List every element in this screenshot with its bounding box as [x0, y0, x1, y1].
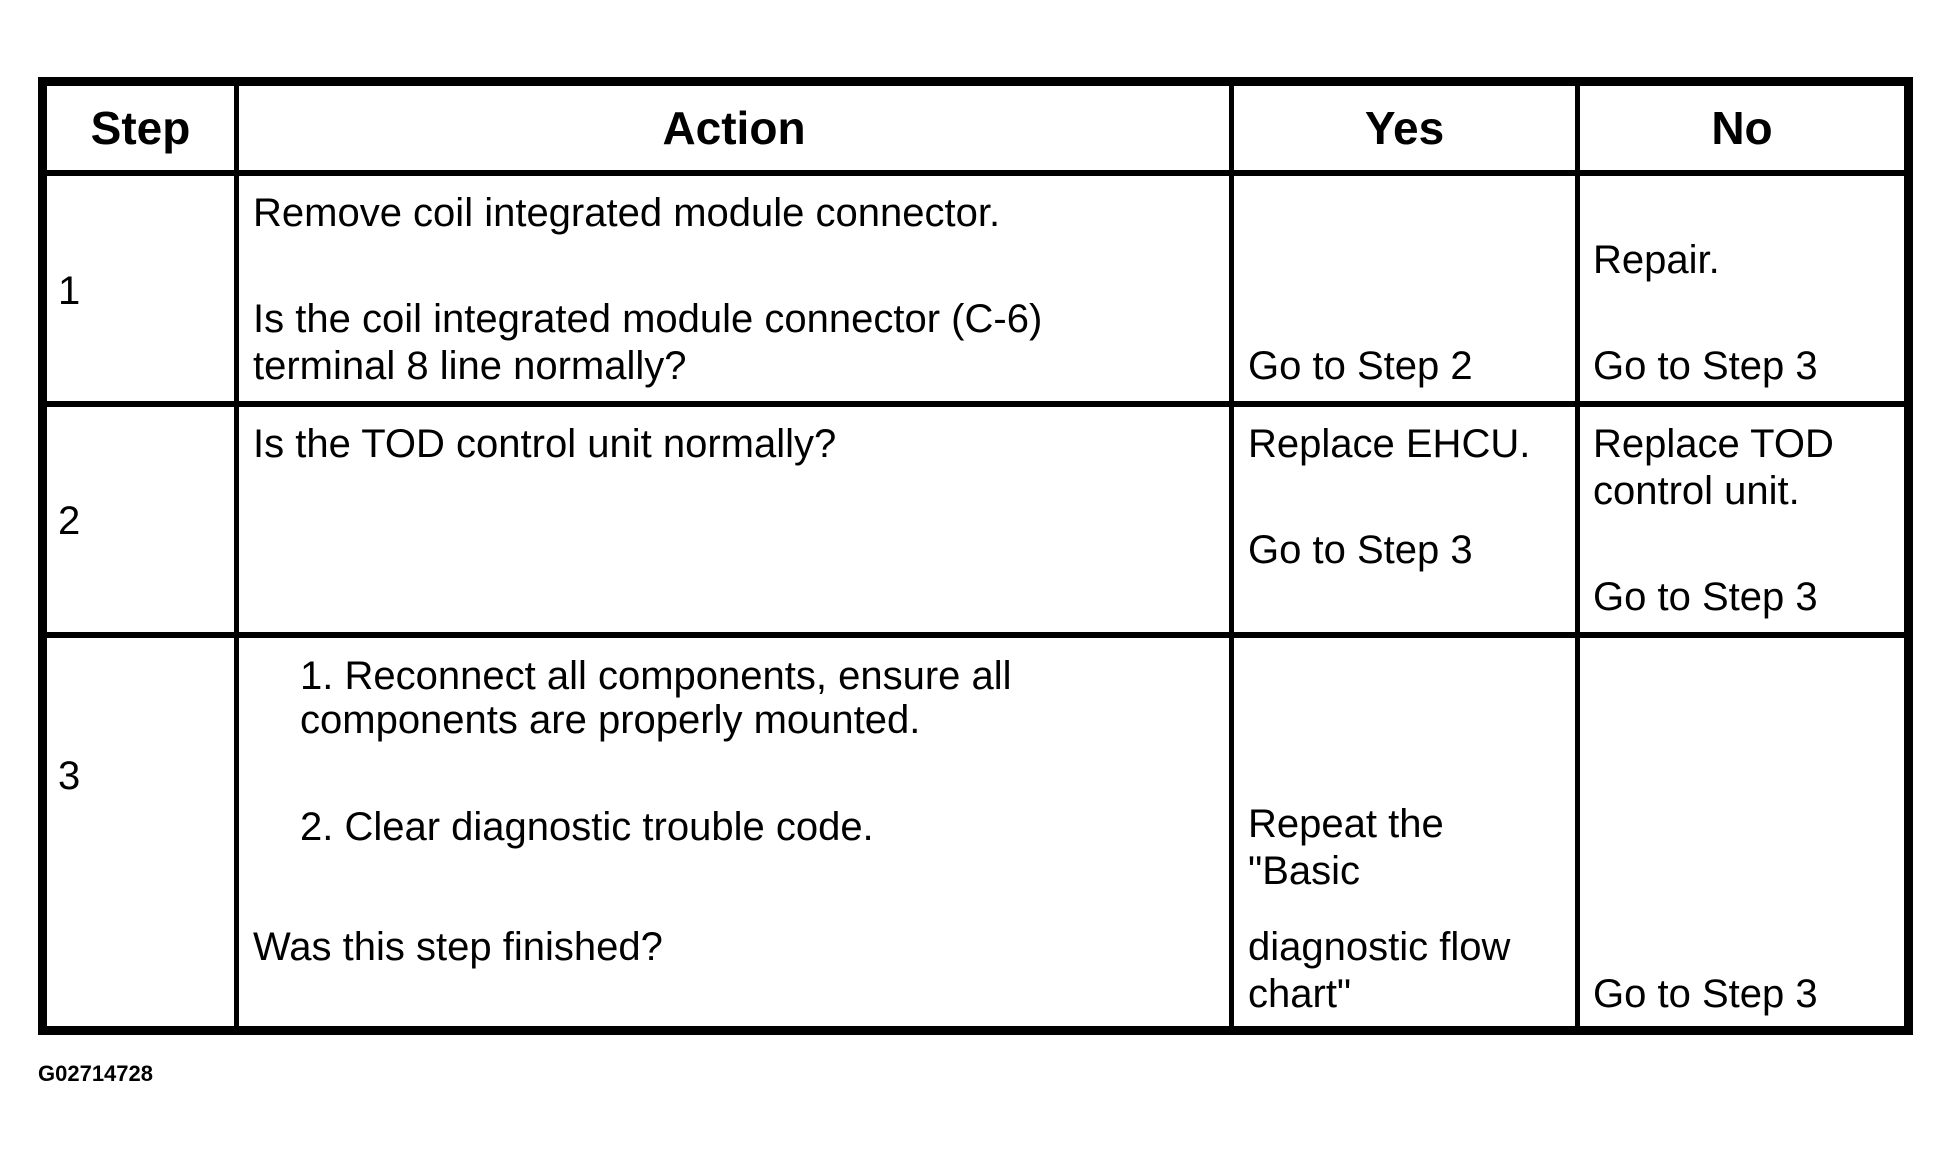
no-result: Go to Step 3	[1593, 344, 1818, 388]
diagnostic-table: Step Action Yes No 1 Remove coil integra…	[38, 77, 1913, 1035]
header-yes: Yes	[1364, 102, 1445, 154]
no-result: Go to Step 3	[1593, 972, 1818, 1016]
step-number: 2	[58, 499, 81, 543]
step-number: 3	[58, 754, 81, 798]
action-text: terminal 8 line normally?	[253, 344, 687, 388]
yes-result: Repeat the	[1248, 802, 1444, 846]
action-text: Remove coil integrated module connector.	[253, 191, 1001, 235]
action-text: components are properly mounted.	[300, 698, 921, 742]
no-result: Repair.	[1593, 238, 1720, 282]
yes-result: chart"	[1248, 972, 1352, 1016]
yes-result: Go to Step 3	[1248, 528, 1473, 572]
action-text: Is the TOD control unit normally?	[253, 422, 837, 466]
header-action: Action	[662, 102, 806, 154]
column-divider	[1575, 86, 1580, 1026]
action-text: 1. Reconnect all components, ensure all	[300, 654, 1012, 698]
step-number: 1	[58, 269, 81, 313]
column-divider	[1229, 86, 1234, 1026]
no-result: Replace TOD	[1593, 422, 1834, 466]
yes-result: Replace EHCU.	[1248, 422, 1531, 466]
no-result: control unit.	[1593, 469, 1800, 513]
yes-result: "Basic	[1248, 849, 1361, 893]
header-no: No	[1711, 102, 1773, 154]
header-step: Step	[90, 102, 191, 154]
column-divider	[234, 86, 239, 1026]
action-text: Is the coil integrated module connector …	[253, 297, 1043, 341]
figure-reference-code: G02714728	[38, 1061, 153, 1086]
row-divider	[47, 401, 1904, 407]
row-divider	[47, 170, 1904, 176]
action-text: Was this step finished?	[253, 925, 663, 969]
action-text: 2. Clear diagnostic trouble code.	[300, 805, 874, 849]
yes-result: Go to Step 2	[1248, 344, 1473, 388]
yes-result: diagnostic flow	[1248, 925, 1511, 969]
row-divider	[47, 632, 1904, 638]
no-result: Go to Step 3	[1593, 575, 1818, 619]
